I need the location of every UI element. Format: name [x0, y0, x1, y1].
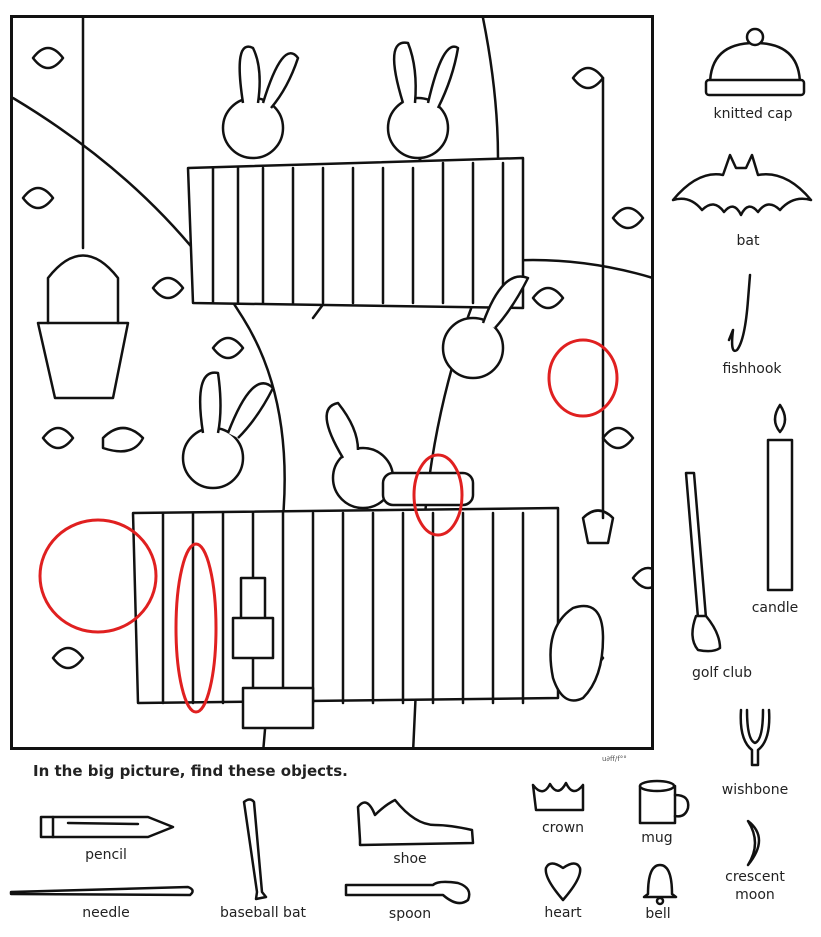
lower-platform: [131, 506, 560, 705]
crown-label: crown: [541, 820, 585, 836]
wishbone-label: wishbone: [721, 782, 789, 798]
candle-label: candle: [751, 600, 799, 616]
baseball-bat-icon: [242, 798, 268, 901]
instruction-text: In the big picture, find these objects.: [33, 762, 348, 780]
heart-icon: [544, 862, 582, 902]
wishbone-icon: [739, 708, 771, 767]
bell-label: bell: [645, 906, 671, 922]
bat-label: bat: [736, 233, 760, 249]
baseball-bat-label: baseball bat: [219, 905, 307, 921]
bat-icon: [671, 153, 813, 217]
mug-label: mug: [641, 830, 673, 846]
upper-platform: [186, 156, 525, 310]
ladder-step: [241, 686, 315, 730]
shoe-label: shoe: [393, 851, 427, 867]
artist-signature: u∂ff/f°°: [602, 755, 627, 763]
bird: [101, 426, 145, 453]
crown-icon: [531, 781, 585, 812]
shoe-icon: [356, 798, 475, 847]
bunnies: [181, 41, 530, 510]
mug-icon: [638, 779, 690, 825]
treehouse-scene: [13, 18, 651, 747]
pencil-icon: [39, 815, 175, 839]
bell-icon: [642, 863, 678, 906]
heart-label: heart: [544, 905, 582, 921]
fishhook-label: fishhook: [722, 361, 782, 377]
bucket: [36, 18, 130, 400]
crescent-moon-icon: [746, 819, 761, 867]
pencil-label: pencil: [85, 847, 127, 863]
golf-club-label: golf club: [691, 665, 753, 681]
candle-icon: [766, 403, 794, 592]
spoon-label: spoon: [388, 906, 432, 922]
hidden-picture-illustration: [10, 15, 654, 750]
knitted-cap-label: knitted cap: [713, 106, 793, 122]
acorn: [581, 509, 615, 545]
spoon-icon: [344, 880, 471, 905]
golf-club-icon: [684, 471, 722, 653]
telescope: [381, 471, 475, 507]
needle-icon: [9, 885, 194, 897]
knitted-cap-icon: [704, 27, 806, 97]
needle-label: needle: [82, 905, 130, 921]
squirrel: [549, 604, 605, 702]
fishhook-icon: [727, 273, 752, 353]
lantern: [231, 576, 275, 660]
